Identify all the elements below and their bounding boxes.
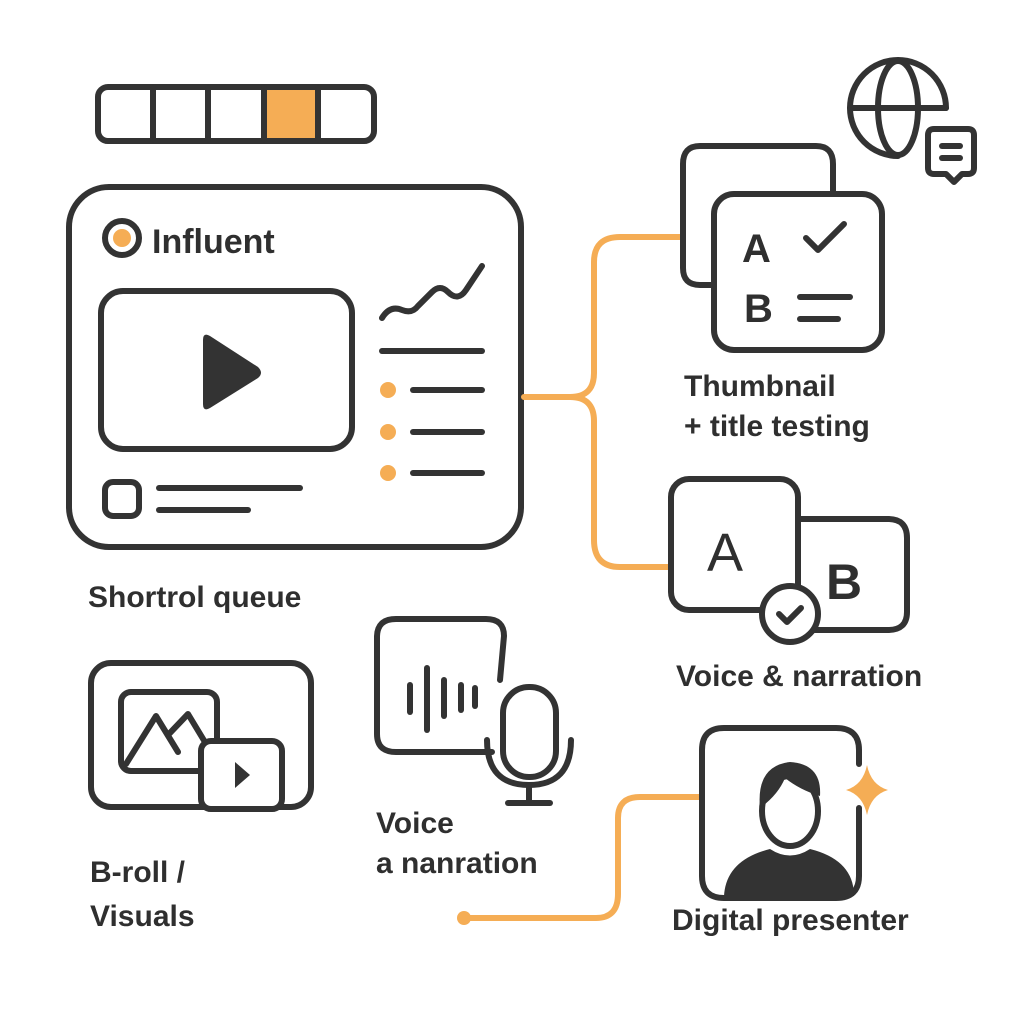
bullet-dot — [380, 382, 396, 398]
globe-icon — [847, 57, 977, 185]
voice-label-line2: a nanration — [376, 847, 538, 880]
presenter-label: Digital presenter — [672, 904, 909, 937]
voice-icon — [374, 616, 574, 806]
bullet-dot — [380, 424, 396, 440]
thumbnail-label-line2: + title testing — [684, 410, 870, 443]
sparkle-icon — [846, 765, 888, 815]
brand-name: Influent — [152, 223, 275, 261]
voice-narration-label: Voice & narration — [676, 660, 922, 693]
letter-a: A — [707, 523, 743, 583]
broll-icon — [88, 660, 314, 812]
progress-active-segment — [267, 90, 315, 138]
logo-dot — [113, 229, 131, 247]
ab-test-icon: A B — [668, 476, 910, 645]
progress-frame — [95, 84, 377, 144]
check-icon — [803, 221, 847, 253]
voice-label-line1: Voice — [376, 807, 454, 840]
presenter-connector — [461, 794, 703, 921]
image-icon — [118, 689, 220, 774]
hair — [759, 762, 821, 808]
video-player[interactable] — [98, 288, 355, 452]
thumbnail-label-line1: Thumbnail — [684, 370, 836, 403]
logo-ring-icon — [102, 218, 142, 258]
broll-label-line2: Visuals — [90, 900, 195, 933]
audio-card — [374, 616, 507, 755]
play-icon — [235, 762, 250, 788]
bullet-dot — [380, 465, 396, 481]
sparkline-icon — [379, 263, 485, 321]
card-a — [668, 476, 801, 613]
card-frame — [66, 184, 524, 550]
check-circle-icon — [759, 583, 821, 645]
checkbox-icon[interactable] — [102, 479, 142, 519]
digital-presenter-icon — [699, 725, 888, 901]
shoulders — [724, 849, 854, 896]
main-card-label: Shortrol queue — [88, 581, 301, 614]
card-b — [795, 516, 910, 633]
broll-label-line1: B-roll / — [90, 856, 186, 889]
letter-a: A — [742, 227, 771, 271]
thumbnail-testing-icon: A B — [680, 143, 885, 353]
letter-b: B — [744, 287, 773, 331]
main-app-card: Influent — [66, 184, 524, 550]
segmented-progress-bar — [95, 84, 377, 144]
letter-b: B — [826, 554, 862, 610]
play-icon[interactable] — [203, 334, 261, 410]
connector-start-dot — [457, 911, 471, 925]
bracket-connector — [521, 234, 685, 570]
back-card — [680, 143, 836, 288]
front-card — [711, 191, 885, 353]
chat-bubble-icon — [925, 126, 977, 185]
microphone-icon — [500, 684, 559, 780]
